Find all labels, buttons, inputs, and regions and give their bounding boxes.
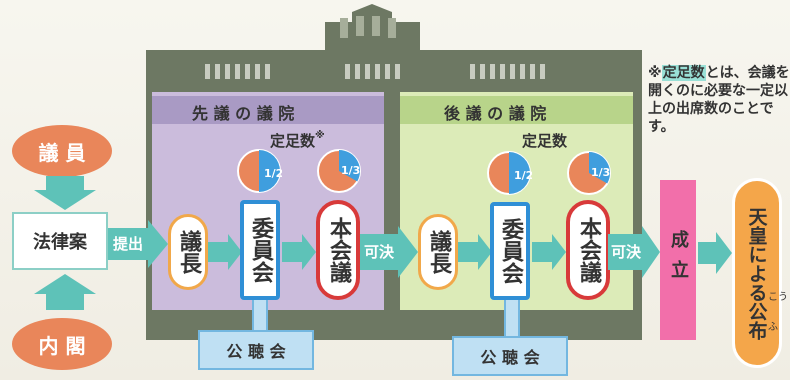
bill-box: 法律案 [12, 212, 108, 270]
second-house-title: 後 議 の 議 院 [444, 104, 547, 123]
connector-hearing-first [252, 300, 268, 334]
quorum-pie-third-second: 1/3 [567, 151, 611, 195]
quorum-note: ※定足数とは、会議を開くのに必要な一定以上の出席数のことです。 [648, 65, 790, 135]
member-label: 議 員 [38, 140, 86, 165]
promulgation-ruby-2: ふ [768, 322, 778, 333]
committee-first: 委員会 [240, 200, 280, 300]
quorum-label-first: 定足数※ [270, 130, 325, 150]
passed-arrow-second [608, 226, 660, 278]
arrow-to-promulgation [698, 232, 732, 274]
first-house-title: 先 議 の 議 院 [192, 104, 295, 123]
quorum-pie-third-first: 1/3 [317, 149, 361, 193]
public-hearing-first: 公 聴 会 [198, 330, 314, 370]
svg-text:1/2: 1/2 [514, 169, 532, 182]
cabinet-label: 内 閣 [38, 333, 86, 358]
cabinet-oval: 内 閣 [12, 318, 112, 370]
committee-second: 委員会 [490, 202, 530, 300]
speaker-second: 議長 [418, 214, 458, 290]
passed-label-first: 可決 [364, 243, 395, 261]
promulgation-pill: 天皇による公布 [732, 178, 782, 368]
member-oval: 議 員 [12, 125, 112, 177]
quorum-pie-half-first: 1/2 [237, 149, 282, 193]
down-arrow-from-member [34, 176, 96, 210]
submit-label: 提出 [113, 235, 144, 253]
passed-label-second: 可決 [611, 243, 642, 261]
connector-hearing-second [504, 300, 520, 338]
speaker-first: 議長 [168, 214, 208, 290]
plenary-second: 本会議 [566, 200, 610, 300]
bill-label: 法律案 [33, 232, 87, 253]
arrow-speaker-to-committee-second [458, 234, 492, 270]
arrow-committee-to-plenary-second [532, 234, 566, 270]
svg-text:1/3: 1/3 [591, 166, 610, 179]
established-box: 成立 [660, 180, 696, 340]
svg-text:1/2: 1/2 [264, 167, 282, 180]
submit-arrow [108, 220, 168, 268]
arrow-speaker-to-committee-first [208, 234, 242, 270]
promulgation-ruby: こう [768, 292, 788, 303]
arrow-committee-to-plenary-first [282, 234, 316, 270]
passed-arrow-first [360, 226, 418, 278]
svg-text:1/3: 1/3 [341, 164, 360, 177]
up-arrow-from-cabinet [34, 274, 96, 310]
quorum-label-second: 定足数 [522, 132, 568, 150]
quorum-pie-half-second: 1/2 [487, 151, 532, 195]
plenary-first: 本会議 [316, 200, 360, 300]
public-hearing-second: 公 聴 会 [452, 336, 568, 376]
